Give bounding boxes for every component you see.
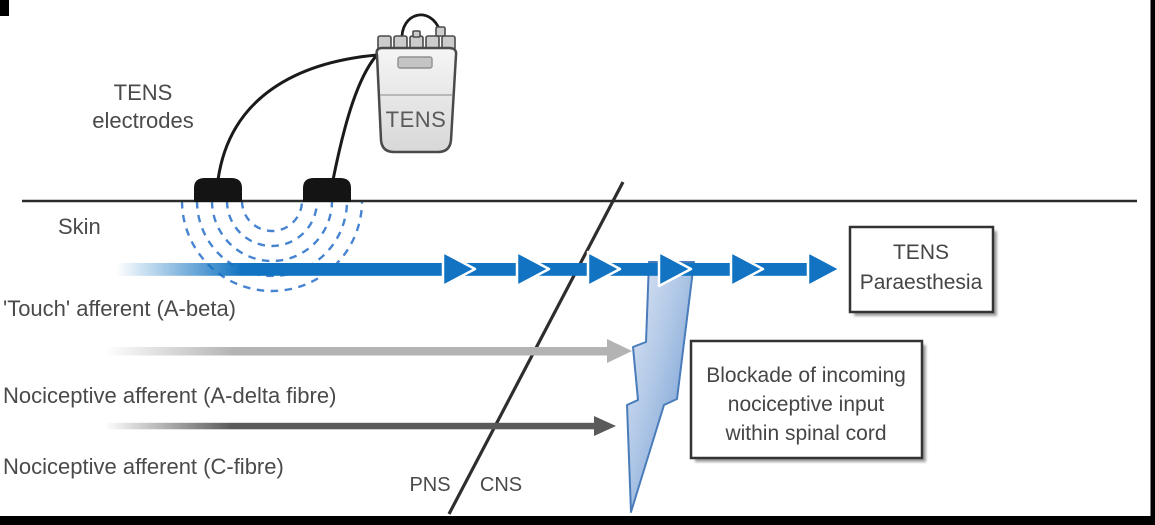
field-arc <box>240 200 304 233</box>
c-fibre-afferent-label: Nociceptive afferent (C-fibre) <box>3 454 284 479</box>
touch-arrowhead-icon <box>806 250 842 288</box>
field-arc <box>180 200 364 293</box>
device-screen <box>397 56 433 69</box>
device-cable-plug <box>435 26 446 37</box>
stimulation-field-arcs-icon <box>180 200 364 293</box>
frame-corner-mark <box>0 0 9 16</box>
touch-arrowhead-icon <box>586 250 622 288</box>
touch-arrowhead-icon <box>729 250 765 288</box>
touch-pathway-arrow <box>116 250 842 288</box>
pns-label: PNS <box>409 474 450 496</box>
frame-right-bar <box>1150 0 1155 525</box>
outcome-box-line2: Paraesthesia <box>860 271 983 294</box>
device-body <box>375 46 458 154</box>
device-connectors <box>377 26 456 51</box>
blockade-box-line1: Blockade of incoming <box>706 364 906 387</box>
blockade-box-line2: nociceptive input <box>728 393 885 416</box>
c-fibre-pathway-arrow <box>104 416 616 436</box>
electrodes-caption-line1: TENS <box>114 80 173 105</box>
frame-bottom-bar <box>0 516 1155 525</box>
a-delta-afferent-label: Nociceptive afferent (A-delta fibre) <box>3 383 336 408</box>
outcome-box-line1: TENS <box>893 241 949 264</box>
blockade-box-line3: within spinal cord <box>724 422 886 445</box>
electrode-wire-right <box>331 55 378 181</box>
a-delta-arrow-shaft <box>104 347 609 356</box>
electrode-wire-left <box>216 53 378 181</box>
electrodes-caption-line2: electrodes <box>92 108 194 133</box>
device-label: TENS <box>386 107 447 132</box>
c-fibre-arrowhead-icon <box>594 416 616 436</box>
touch-arrowhead-icon <box>515 250 551 288</box>
field-arc <box>225 200 319 248</box>
blockade-box: Blockade of incoming nociceptive input w… <box>689 339 926 462</box>
cns-label: CNS <box>480 474 522 496</box>
field-arc <box>195 200 349 278</box>
skin-label: Skin <box>58 214 101 239</box>
a-delta-pathway-arrow <box>104 339 632 363</box>
outcome-box-frame <box>848 225 995 314</box>
outcome-box: TENS Paraesthesia <box>848 225 997 316</box>
blockade-box-frame <box>689 339 924 460</box>
device-cable <box>400 13 442 42</box>
electrode-left <box>194 178 242 202</box>
c-fibre-arrow-shaft <box>104 422 596 430</box>
a-delta-arrowhead-icon <box>607 339 632 363</box>
device-connector-nub <box>412 30 421 38</box>
blockade-bolt-icon <box>626 261 695 513</box>
electrode-right <box>303 178 351 202</box>
touch-arrowhead-icon <box>441 250 477 288</box>
touch-afferent-label: 'Touch' afferent (A-beta) <box>3 296 236 321</box>
touch-arrowhead-icon <box>657 250 693 288</box>
field-arc <box>210 200 334 263</box>
tens-device: TENS <box>375 13 458 154</box>
